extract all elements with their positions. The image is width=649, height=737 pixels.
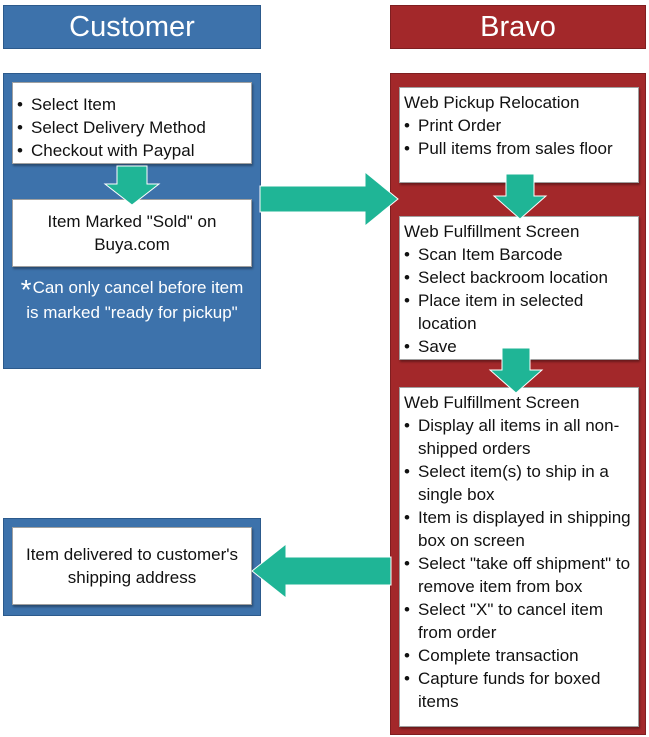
right-arrow-icon <box>259 170 399 228</box>
list-item: Complete transaction <box>404 644 634 667</box>
web-fulfillment-scan-list: Scan Item Barcode Select backroom locati… <box>404 243 634 358</box>
asterisk-marker: * <box>20 274 32 305</box>
web-fulfillment-scan-title: Web Fulfillment Screen <box>404 222 580 241</box>
list-item: Select "take off shipment" to remove ite… <box>404 552 634 598</box>
list-item: Select "X" to cancel item from order <box>404 598 634 644</box>
customer-header-label: Customer <box>69 10 195 43</box>
web-pickup-relocation-title: Web Pickup Relocation <box>404 93 580 112</box>
left-arrow-icon <box>251 542 392 600</box>
customer-header: Customer <box>3 5 261 49</box>
list-item: Display all items in all non-shipped ord… <box>404 414 634 460</box>
list-item: Select Item <box>17 93 247 116</box>
down-arrow-icon <box>103 165 161 206</box>
item-marked-sold-text: Item Marked "Sold" on Buya.com <box>47 212 217 254</box>
down-arrow-icon <box>492 173 548 220</box>
customer-order-steps-box: Select Item Select Delivery Method Check… <box>12 82 252 164</box>
list-item: Item is displayed in shipping box on scr… <box>404 506 634 552</box>
web-pickup-relocation-list: Print Order Pull items from sales floor <box>404 114 634 160</box>
down-arrow-icon <box>488 347 544 394</box>
web-pickup-relocation-box: Web Pickup Relocation Print Order Pull i… <box>399 87 639 183</box>
cancel-note-text: Can only cancel before item is marked "r… <box>26 278 244 322</box>
list-item: Pull items from sales floor <box>404 137 634 160</box>
list-item: Scan Item Barcode <box>404 243 634 266</box>
web-fulfillment-ship-box: Web Fulfillment Screen Display all items… <box>399 387 639 727</box>
cancel-note: *Can only cancel before item is marked "… <box>14 276 250 356</box>
item-delivered-text: Item delivered to customer's shipping ad… <box>25 545 239 587</box>
bravo-header-label: Bravo <box>480 10 556 43</box>
list-item: Select item(s) to ship in a single box <box>404 460 634 506</box>
list-item: Select backroom location <box>404 266 634 289</box>
web-fulfillment-ship-title: Web Fulfillment Screen <box>404 393 580 412</box>
list-item: Save <box>404 335 634 358</box>
list-item: Select Delivery Method <box>17 116 247 139</box>
list-item: Checkout with Paypal <box>17 139 247 162</box>
customer-order-steps-list: Select Item Select Delivery Method Check… <box>17 93 247 162</box>
item-marked-sold-box: Item Marked "Sold" on Buya.com <box>12 199 252 267</box>
web-fulfillment-ship-list: Display all items in all non-shipped ord… <box>404 414 634 713</box>
item-delivered-box: Item delivered to customer's shipping ad… <box>12 527 252 605</box>
list-item: Capture funds for boxed items <box>404 667 634 713</box>
list-item: Place item in selected location <box>404 289 634 335</box>
bravo-header: Bravo <box>390 5 646 49</box>
web-fulfillment-scan-box: Web Fulfillment Screen Scan Item Barcode… <box>399 216 639 360</box>
list-item: Print Order <box>404 114 634 137</box>
